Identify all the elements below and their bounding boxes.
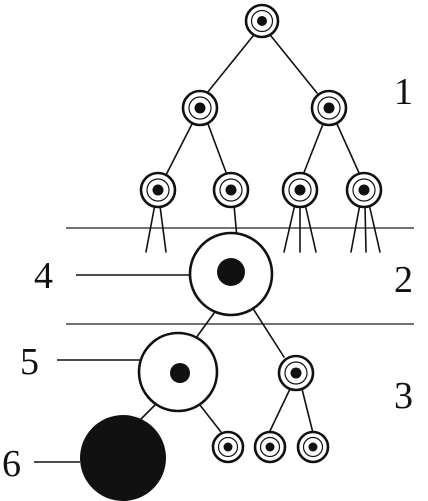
cell [281, 171, 319, 209]
solid-cell [80, 415, 166, 501]
callout-label-6: 6 [2, 443, 21, 485]
edge [195, 308, 218, 339]
tree-edges [139, 35, 381, 434]
edge [268, 388, 291, 434]
edge [368, 203, 381, 253]
zone-label-1: 1 [394, 71, 413, 113]
edge [283, 203, 296, 253]
edge [165, 123, 193, 176]
edge [206, 35, 254, 94]
cell [345, 171, 383, 209]
edge [350, 203, 361, 253]
callout-label-4: 4 [34, 255, 53, 297]
large-cell [188, 231, 274, 317]
cell [277, 354, 315, 392]
medium-cell [137, 331, 219, 413]
edge [364, 204, 367, 253]
cell [310, 89, 348, 127]
cell [212, 171, 250, 209]
edge [270, 35, 318, 94]
cell [244, 3, 280, 39]
edge [251, 306, 285, 358]
callout-label-5: 5 [20, 341, 39, 383]
edge [301, 388, 314, 434]
edge [336, 123, 361, 176]
zone-label-3: 3 [394, 375, 413, 417]
cell [296, 430, 330, 464]
edge [145, 203, 156, 253]
cell [181, 89, 219, 127]
edge [159, 205, 167, 253]
cell [253, 430, 287, 464]
edge [302, 123, 324, 176]
cell [139, 171, 177, 209]
zone-label-2: 2 [394, 259, 413, 301]
cell [211, 430, 245, 464]
edge [304, 203, 317, 253]
edge [207, 123, 228, 176]
